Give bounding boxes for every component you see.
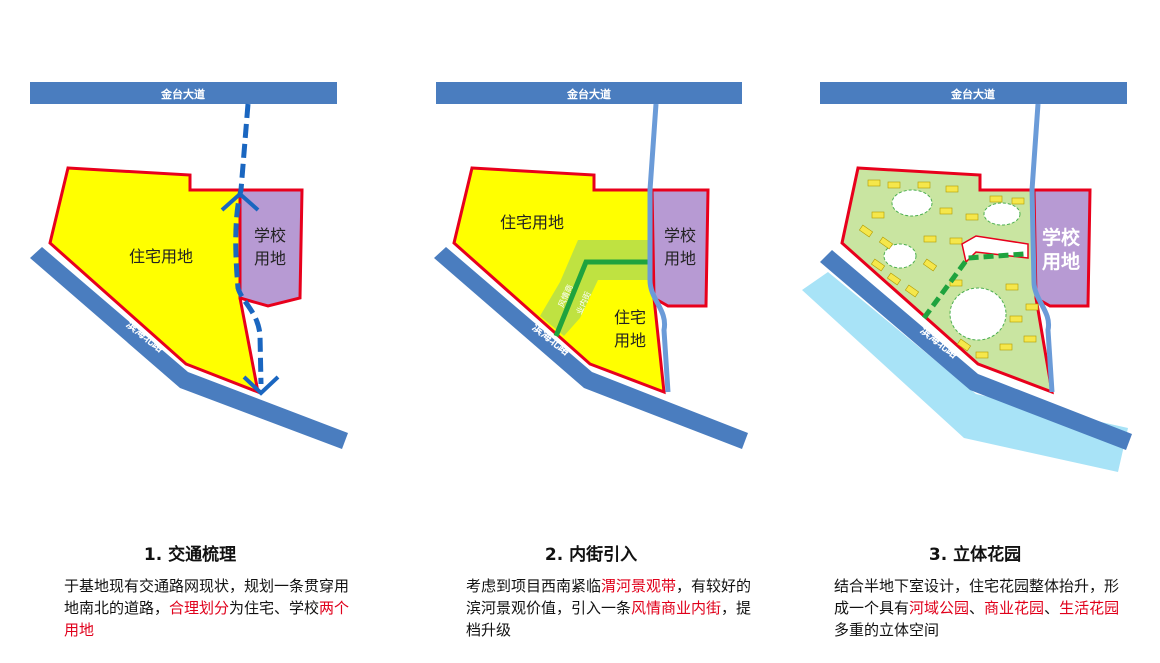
building xyxy=(1009,315,1023,323)
panel-1-traffic: 金台大道 滨海北路 住宅用地 学校 用地 xyxy=(30,82,348,449)
building xyxy=(886,272,902,286)
building xyxy=(956,338,972,352)
building xyxy=(887,181,901,189)
side-road xyxy=(820,250,1132,450)
desc-text: 为住宅、学校 xyxy=(229,599,320,617)
caption-text-2: 考虑到项目西南紧临渭河景观带，有较好的滨河景观价值，引入一条风情商业内街，提档升… xyxy=(466,575,762,641)
building xyxy=(923,235,937,243)
top-road-label: 金台大道 xyxy=(950,87,995,101)
river xyxy=(802,272,1128,472)
top-road xyxy=(30,82,337,104)
park-lawns xyxy=(883,189,1021,341)
desc-text: 考虑到项目西南紧临 xyxy=(466,577,602,595)
building xyxy=(922,258,938,272)
caption-text-3: 结合半地下室设计，住宅花园整体抬升，形成一个具有河域公园、商业花园、生活花园多重… xyxy=(834,575,1130,641)
school-label-1: 学校 xyxy=(664,226,696,245)
building xyxy=(878,236,894,250)
residential-label: 住宅用地 xyxy=(129,247,193,266)
residential-label: 住宅用地 xyxy=(500,213,564,232)
school-label-2: 用地 xyxy=(664,249,696,268)
road-line xyxy=(1029,103,1055,393)
building xyxy=(949,237,963,245)
highlight-text: 合理划分 xyxy=(169,599,230,617)
caption-title-3: 3. 立体花园 xyxy=(928,545,1022,565)
highlight-text: 生活花园 xyxy=(1059,599,1120,617)
building xyxy=(965,213,979,221)
building xyxy=(1025,303,1039,311)
school-label-2: 用地 xyxy=(254,249,286,268)
building xyxy=(904,284,920,298)
building xyxy=(858,224,874,238)
arrow-down-icon xyxy=(242,375,280,396)
street-path xyxy=(553,259,648,337)
top-road-label: 金台大道 xyxy=(566,87,611,101)
highlight-text: 商业花园 xyxy=(984,599,1045,617)
side-road xyxy=(30,247,348,449)
lawn xyxy=(883,243,917,269)
building xyxy=(949,279,963,287)
lawn xyxy=(983,202,1021,226)
building xyxy=(945,185,959,193)
highlight-text: 两个用地 xyxy=(64,599,350,639)
side-road xyxy=(434,247,748,449)
building xyxy=(1011,197,1025,205)
panel-3-garden: 金台大道 滨海北路 学校 用地 xyxy=(802,82,1132,472)
desc-text: 多重的立体空间 xyxy=(834,621,940,639)
caption-title-1: 1. 交通梳理 xyxy=(143,545,237,565)
lawn xyxy=(949,287,1007,341)
school-label-1: 学校 xyxy=(1042,226,1081,249)
building xyxy=(867,179,881,187)
arrow-up-icon xyxy=(220,191,260,212)
highlight-text: 风情商业内街 xyxy=(631,599,722,617)
desc-text: ，提档升级 xyxy=(466,599,752,639)
building xyxy=(989,195,1003,203)
road-line xyxy=(647,103,671,393)
school-label-1: 学校 xyxy=(254,226,286,245)
residential2-label-1: 住宅 xyxy=(614,308,646,327)
building xyxy=(917,181,931,189)
school-land xyxy=(650,188,710,308)
building xyxy=(939,207,953,215)
planned-road xyxy=(233,103,264,385)
building xyxy=(871,211,885,219)
top-road xyxy=(436,82,742,104)
lawn xyxy=(891,189,933,217)
desc-text: ，有较好的滨河景观价值，引入一条 xyxy=(466,577,752,617)
top-road-label: 金台大道 xyxy=(160,87,205,101)
caption-text-1: 于基地现有交通路网现状，规划一条贯穿用地南北的道路，合理划分为住宅、学校两个用地 xyxy=(64,575,360,641)
building xyxy=(870,258,886,272)
residential-buildings xyxy=(858,179,1039,359)
desc-text: 、 xyxy=(969,599,985,617)
garden-walkway xyxy=(921,251,1025,320)
desc-text: 、 xyxy=(1044,599,1060,617)
building xyxy=(999,343,1013,351)
building xyxy=(1023,335,1037,343)
highlight-text: 渭河景观带 xyxy=(601,577,677,595)
desc-text: 结合半地下室设计，住宅花园整体抬升，形成一个具有 xyxy=(834,577,1120,617)
school-label-2: 用地 xyxy=(1042,250,1080,273)
top-road xyxy=(820,82,1127,104)
panel-2-inner-street: 金台大道 滨海北路 风情商 业内街 住宅用地 住宅 用地 学校 用地 xyxy=(434,82,748,449)
caption-title-2: 2. 内街引入 xyxy=(544,545,638,565)
residential2-label-2: 用地 xyxy=(614,331,646,350)
building xyxy=(975,351,989,359)
highlight-text: 河域公园 xyxy=(909,599,970,617)
school-land xyxy=(238,188,304,308)
desc-text: 于基地现有交通路网现状，规划一条贯穿用地南北的道路， xyxy=(64,577,350,617)
building xyxy=(1005,283,1019,291)
